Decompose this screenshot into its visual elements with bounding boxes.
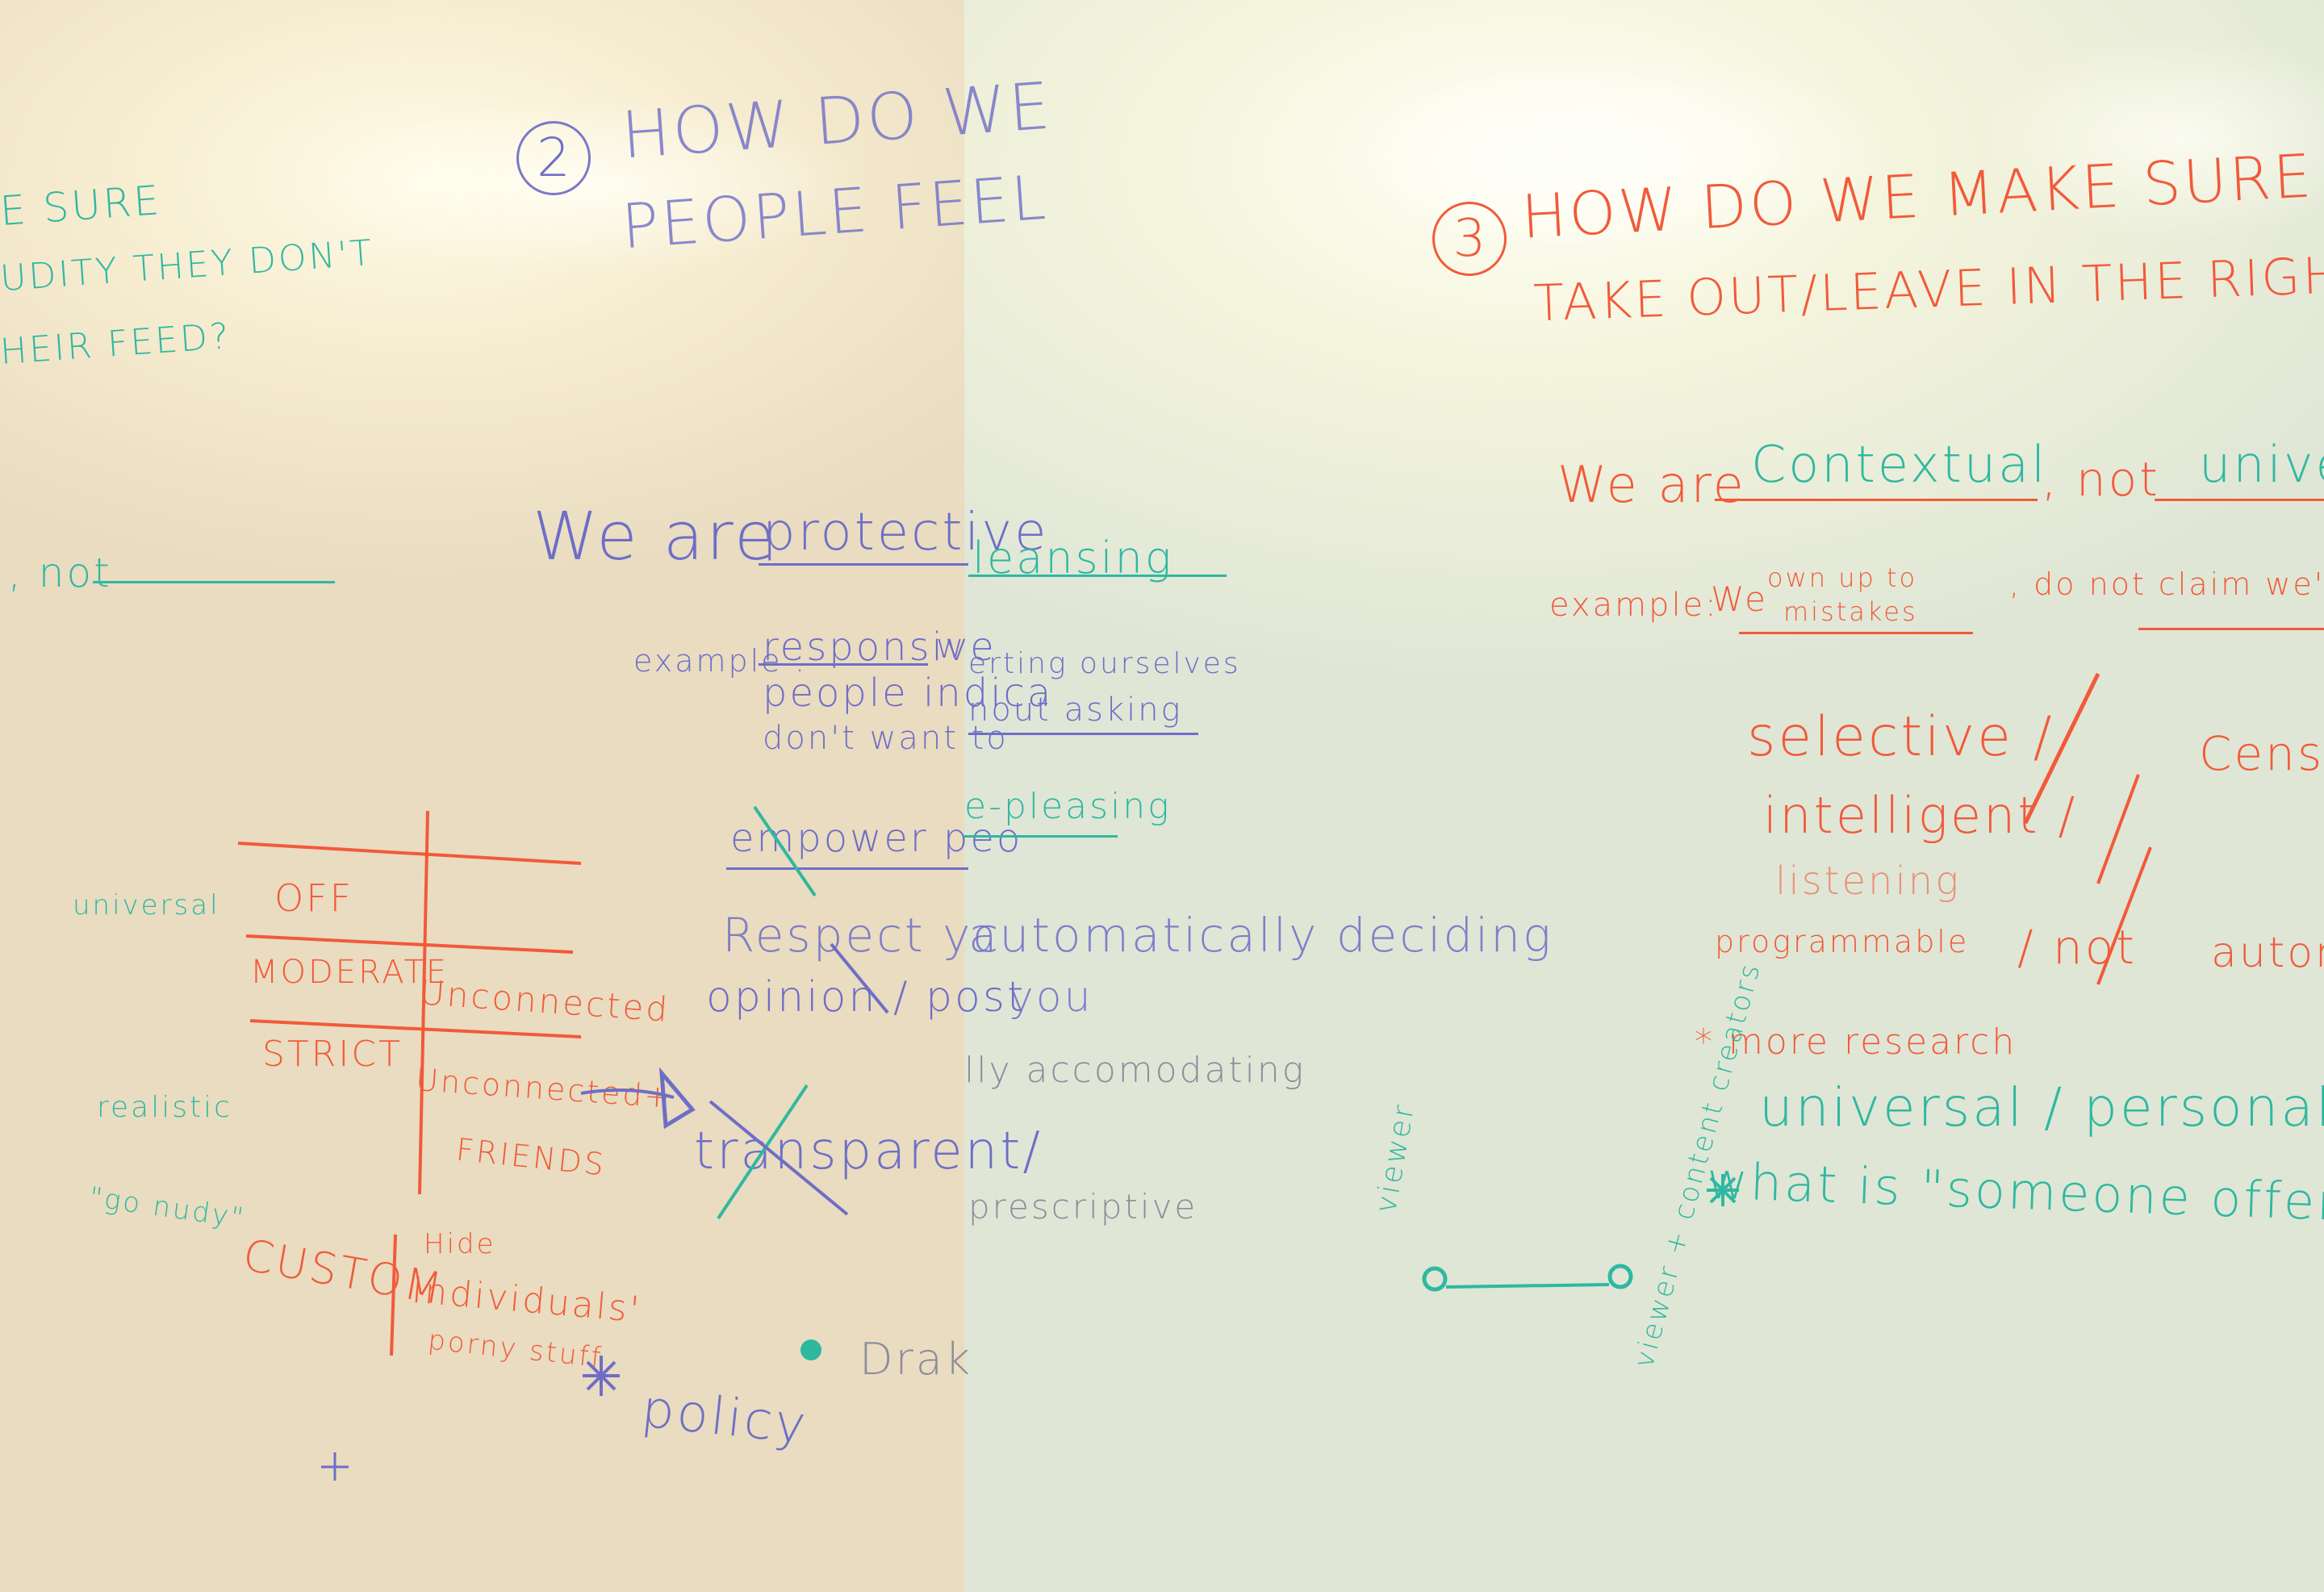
table-cell-strict: STRICT [262,1034,403,1075]
example-text: people indica [763,671,1054,716]
custom-divider [390,1234,397,1356]
blank-underline [968,575,1227,577]
example-text: , do not claim we'r [2009,566,2324,602]
universal-label: universal [73,889,220,921]
table-line [418,810,429,1195]
bullet-dot [800,1339,821,1360]
auto-deciding-text: automatically deciding [968,908,1553,963]
right-whiteboard-panel [964,0,2324,1592]
empower-text: empower peo [730,816,1023,861]
you-text: you [1009,973,1093,1022]
more-research-text: * more research [1695,1022,2017,1063]
prescriptive-text: prescriptive [968,1187,1198,1226]
accomodating-text: lly accomodating [964,1050,1306,1091]
example-text: nout asking [968,692,1183,729]
blank-underline [1715,499,2038,501]
slash-divider [2023,672,2100,825]
table-line [245,934,574,954]
blank-underline [726,867,968,870]
cleansing-word: leansing [972,533,1174,583]
spectrum-line [1445,1283,1610,1289]
automatic-text: autom [2211,929,2324,977]
slash-divider [2096,846,2152,985]
slash-divider [2096,774,2140,884]
example-text: w [936,626,967,666]
blank-underline [2138,628,2324,630]
asterisk-icon [583,1356,620,1396]
not-label: / not [2017,920,2137,975]
universal-personalized-text: universal / personalize [1759,1076,2324,1139]
arrow-line [580,1088,675,1099]
listening-text: listening [1775,859,1962,904]
we-are-label: We are [1557,455,1746,514]
blank-underline [2155,499,2324,501]
table-line [237,842,582,865]
programmable-text: programmable [1715,924,1970,959]
example-label: example: [1549,587,1719,624]
blank-underline [759,663,928,666]
example-text: We [1711,579,1768,619]
protective-word: protective [763,503,1049,562]
example-text: don't want to [763,720,1009,757]
strike-through [717,1084,809,1220]
spectrum-endpoint [1607,1264,1633,1289]
blank-underline [1739,632,1973,634]
not-label: , not [2042,452,2160,507]
table-cell-hide: Hide [424,1228,496,1260]
respect-text: Respect yc [722,908,1001,963]
intelligent-text: intelligent / [1763,786,2078,845]
table-line [249,1019,582,1038]
strike-through [830,942,889,1014]
spectrum-endpoint [1422,1266,1448,1292]
drake-text: Drak [859,1334,973,1385]
example-text: erting ourselves [968,647,1241,680]
left-fragment-text: , not [8,549,112,596]
example-text: responsive [763,625,997,670]
strike-through [708,1100,849,1216]
example-label: example : [633,643,808,679]
section-number-circle: 2 [516,121,591,195]
asterisk-icon [321,1452,349,1481]
contextual-word: Contextual [1751,435,2048,494]
example-text: own up to [1767,562,1918,593]
table-cell-moderate: MODERATE [250,954,449,991]
section-number-circle: 3 [1432,202,1507,276]
censor-text: Censo [2199,726,2324,781]
realistic-label: realistic [97,1091,232,1124]
we-are-label: We are [533,499,778,575]
universal-word: unive [2199,435,2324,494]
blank-underline [93,581,335,583]
strike-through [753,805,817,897]
example-text: mistakes [1783,596,1918,627]
arrow-head [658,1067,696,1130]
blank-underline [964,835,1118,838]
table-cell-off: OFF [274,876,354,920]
asterisk-icon [1707,1174,1739,1206]
selective-text: selective / [1747,705,2054,769]
blank-underline [968,733,1198,735]
blank-underline [759,563,968,566]
people-pleasing-text: e-pleasing [964,786,1172,827]
